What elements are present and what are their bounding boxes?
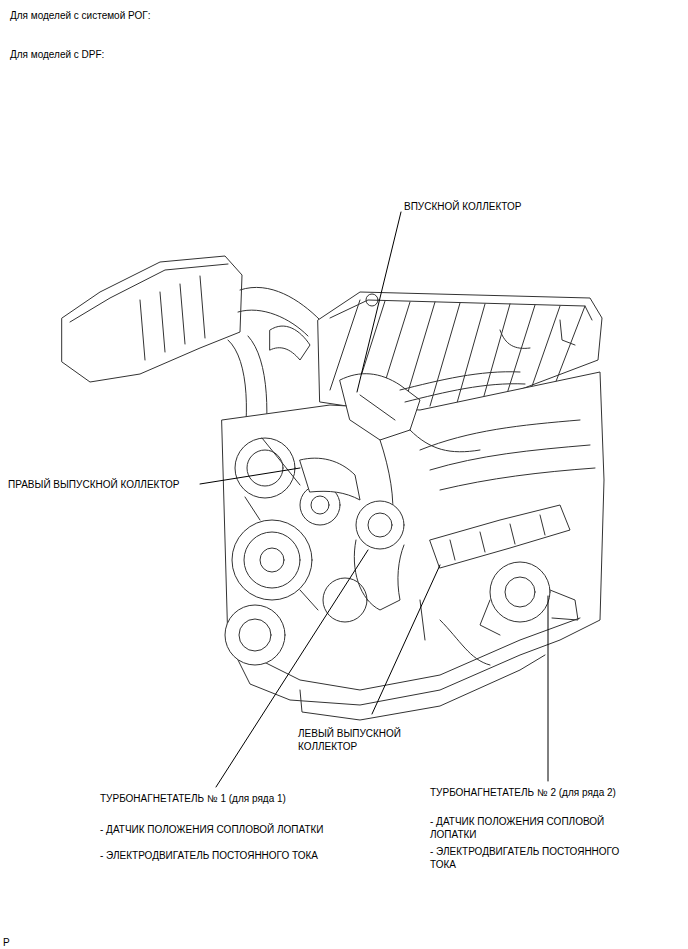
part-label: - ДАТЧИК ПОЛОЖЕНИЯ СОПЛОВОЙ ЛОПАТКИ: [100, 823, 324, 836]
part-label: ТУРБОНАГНЕТАТЕЛЬ № 1 (для ряда 1): [100, 792, 286, 805]
part-label: - ДАТЧИК ПОЛОЖЕНИЯ СОПЛОВОЙ ЛОПАТКИ: [430, 815, 640, 841]
part-label: - ЭЛЕКТРОДВИГАТЕЛЬ ПОСТОЯННОГО ТОКА: [100, 849, 318, 862]
part-label: Для моделей с системой РОГ:: [10, 9, 150, 22]
part-label: ВПУСКНОЙ КОЛЛЕКТОР: [404, 200, 521, 213]
part-label: ТУРБОНАГНЕТАТЕЛЬ № 2 (для ряда 2): [430, 786, 616, 799]
part-label: Для моделей с DPF:: [10, 48, 104, 61]
leader-lines: [200, 212, 548, 787]
part-label: - ЭЛЕКТРОДВИГАТЕЛЬ ПОСТОЯННОГО ТОКА: [430, 845, 640, 871]
part-label: ПРАВЫЙ ВЫПУСКНОЙ КОЛЛЕКТОР: [8, 478, 180, 491]
part-label: P: [3, 936, 10, 949]
part-label: ЛЕВЫЙ ВЫПУСКНОЙ КОЛЛЕКТОР: [298, 727, 423, 753]
